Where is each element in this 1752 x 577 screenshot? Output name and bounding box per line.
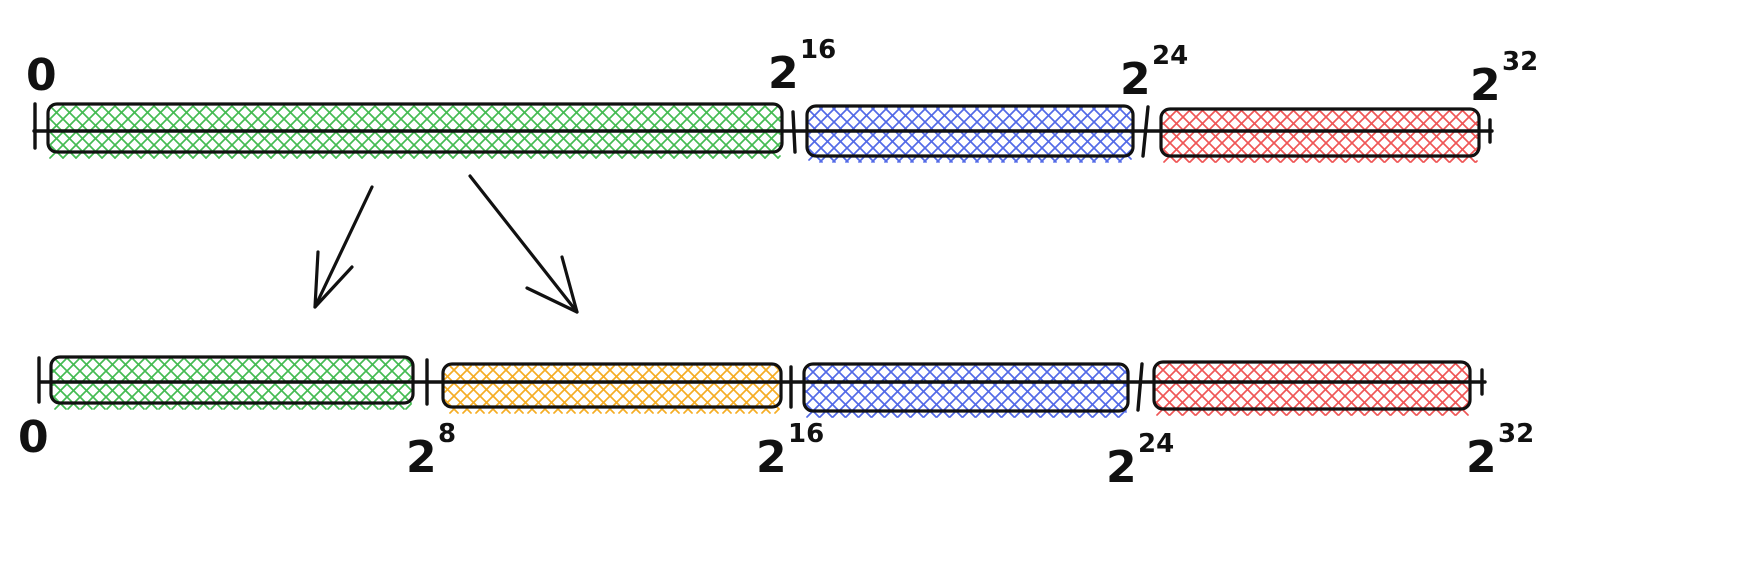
top-row-label-2-exponent: 24 (1152, 41, 1188, 71)
split-arrow-to-high-range (468, 174, 579, 314)
bottom-row-label-0-base: 0 (18, 412, 49, 463)
top-row-segment-red-hatch (1162, 110, 1478, 163)
line-layer (32, 102, 1494, 413)
top-row-tick-2 (1141, 105, 1150, 158)
bottom-row-segment-blue (802, 362, 1130, 413)
top-row-label-2-base: 2 (1120, 54, 1151, 105)
top-row-label-1-base: 2 (768, 48, 799, 99)
hatch-layer (49, 105, 1478, 418)
top-row-segment-green (46, 102, 784, 154)
bottom-row-segment-green (49, 355, 415, 405)
bottom-row-label-4-base: 2 (1466, 432, 1497, 483)
top-row-tick-1 (791, 110, 797, 154)
top-row-segment-blue-hatch (808, 107, 1132, 163)
bottom-row-segment-orange (441, 362, 783, 409)
top-row-label-3-exponent: 32 (1502, 47, 1538, 77)
bottom-row-segment-green-hatch (52, 358, 412, 410)
top-row-label-0-base: 0 (26, 50, 57, 101)
bottom-row-label-1-exponent: 8 (438, 419, 456, 449)
bottom-row-label-1-base: 2 (406, 432, 437, 483)
bottom-row-segment-orange-hatch (444, 365, 780, 414)
bottom-row-label-3-exponent: 24 (1138, 429, 1174, 459)
bottom-row-tick-3 (1136, 362, 1144, 412)
bottom-row-label-2-base: 2 (756, 432, 787, 483)
top-row-label-1-exponent: 16 (800, 35, 836, 65)
bottom-row-segment-red (1152, 360, 1472, 411)
bottom-row-label-4-exponent: 32 (1498, 419, 1534, 449)
bottom-row-label-3-base: 2 (1106, 442, 1137, 493)
top-row-label-3-base: 2 (1470, 60, 1501, 111)
bottom-row-segment-red-hatch (1155, 363, 1469, 416)
split-arrow-to-low-range (313, 185, 374, 309)
bottom-row-label-2-exponent: 16 (788, 419, 824, 449)
bottom-row-segment-blue-hatch (805, 365, 1127, 418)
